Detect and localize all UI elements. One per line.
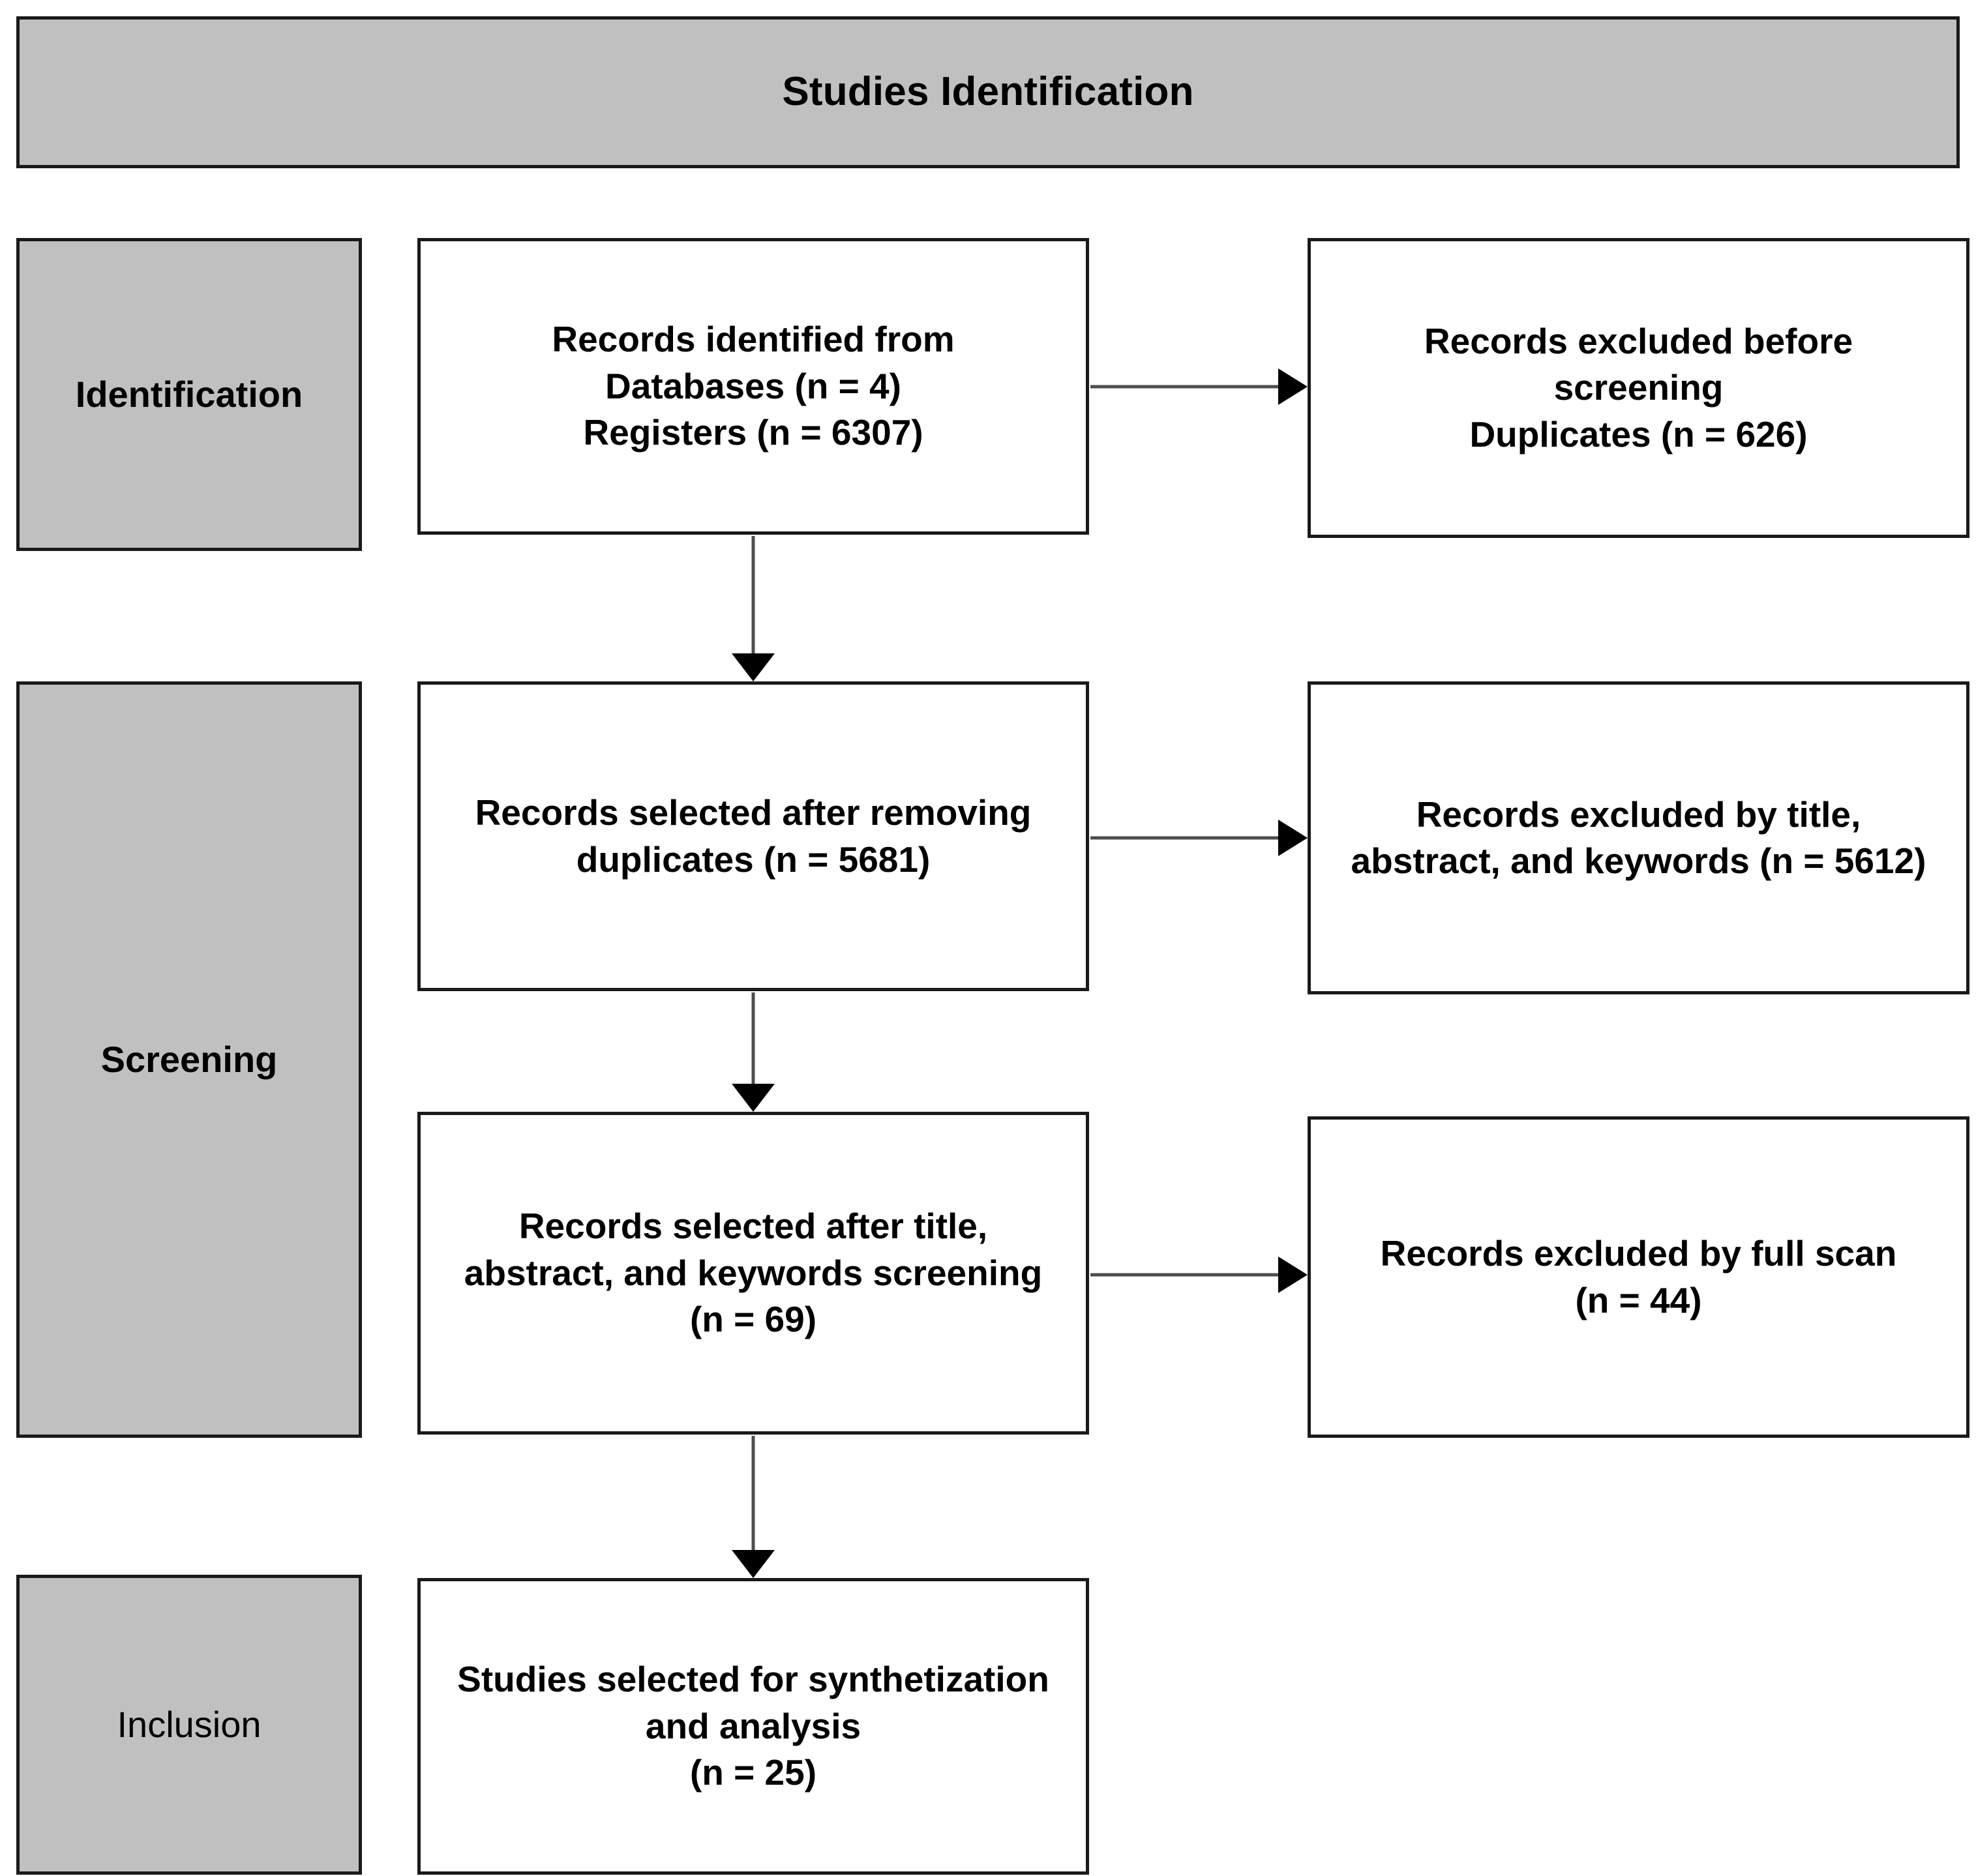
stage-label-identification-text: Identification	[75, 373, 303, 415]
node-records-excluded-by-title-abstract-keywords: Records excluded by title, abstract, and…	[1308, 681, 1969, 994]
connector-after-title-to-excluded-full-scan	[1090, 1257, 1308, 1293]
node-records-excluded-before-screening-text: Records excluded before screening Duplic…	[1424, 320, 1853, 454]
node-records-identified-text: Records identified from Databases (n = 4…	[552, 319, 955, 453]
connector-after-duplicates-to-after-title	[732, 992, 775, 1112]
connector-identified-to-after-duplicates	[732, 536, 775, 681]
stage-label-screening: Screening	[16, 681, 362, 1438]
connector-after-title-to-included	[732, 1436, 775, 1578]
stage-label-inclusion: Inclusion	[16, 1575, 362, 1875]
connector-identified-to-excluded-before	[1090, 368, 1308, 405]
diagram-title: Studies Identification	[782, 69, 1194, 115]
node-records-excluded-by-title-abstract-keywords-text: Records excluded by title, abstract, and…	[1351, 794, 1926, 882]
node-records-excluded-before-screening: Records excluded before screening Duplic…	[1308, 238, 1969, 538]
node-records-after-title-abstract-keywords-screening-text: Records selected after title, abstract, …	[464, 1206, 1043, 1340]
node-records-after-removing-duplicates-text: Records selected after removing duplicat…	[475, 792, 1032, 880]
node-records-after-removing-duplicates: Records selected after removing duplicat…	[417, 681, 1089, 991]
node-records-excluded-by-full-scan-text: Records excluded by full scan (n = 44)	[1380, 1233, 1897, 1320]
node-records-excluded-by-full-scan: Records excluded by full scan (n = 44)	[1308, 1116, 1969, 1438]
stage-label-identification: Identification	[16, 238, 362, 551]
node-records-after-title-abstract-keywords-screening: Records selected after title, abstract, …	[417, 1112, 1089, 1435]
node-studies-selected-for-synthetization-text: Studies selected for synthetization and …	[457, 1659, 1049, 1793]
node-studies-selected-for-synthetization: Studies selected for synthetization and …	[417, 1578, 1089, 1875]
node-records-identified: Records identified from Databases (n = 4…	[417, 238, 1089, 535]
diagram-header-bar: Studies Identification	[16, 16, 1960, 168]
stage-label-inclusion-text: Inclusion	[117, 1703, 262, 1745]
stage-label-screening-text: Screening	[100, 1038, 278, 1080]
connector-after-duplicates-to-excluded-title	[1090, 820, 1308, 856]
